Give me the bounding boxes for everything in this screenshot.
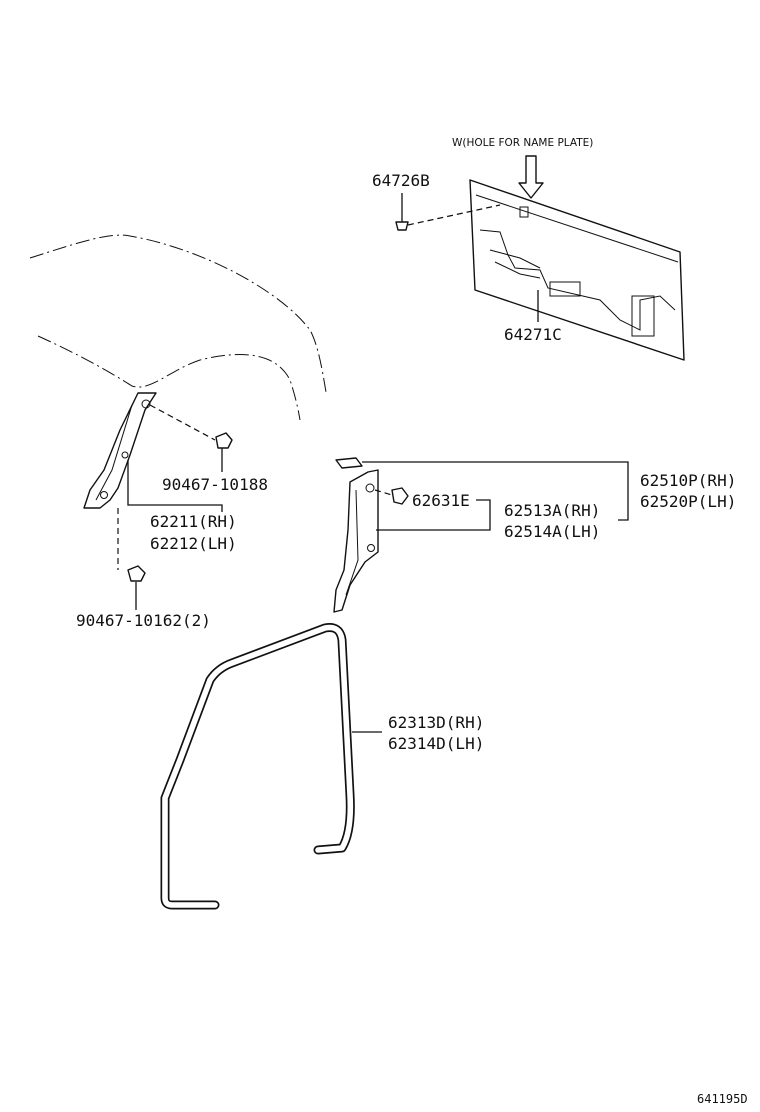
quarter-pillar-trim: [333, 457, 379, 613]
clip-90467-10162: [117, 508, 146, 610]
screw-64726B: [395, 193, 501, 231]
clip-62631E: [374, 487, 409, 505]
leader-62513A: [376, 499, 491, 531]
label-64726B: 64726B: [372, 171, 430, 190]
label-62212: 62212(LH): [150, 534, 237, 553]
weatherstrip: [160, 623, 382, 910]
label-62211: 62211(RH): [150, 512, 237, 531]
pillar-garnish-front: [83, 392, 157, 509]
figure-reference: 641195D: [697, 1092, 748, 1106]
label-62513A: 62513A(RH): [504, 501, 600, 520]
leader-62211: [127, 460, 223, 512]
label-64271C: 64271C: [504, 325, 562, 344]
clip-90467-10188: [149, 404, 233, 472]
label-62313D: 62313D(RH): [388, 713, 484, 732]
label-62514A: 62514A(LH): [504, 522, 600, 541]
leader-62510P: [362, 461, 629, 521]
label-90467-10162: 90467-10162(2): [76, 611, 211, 630]
label-90467-10188: 90467-10188: [162, 475, 268, 494]
label-62520P: 62520P(LH): [640, 492, 736, 511]
label-62510P: 62510P(RH): [640, 471, 736, 490]
roof-outline: [29, 234, 327, 421]
arrow-down-icon: [518, 155, 544, 199]
label-62631E: 62631E: [412, 491, 470, 510]
label-62314D: 62314D(LH): [388, 734, 484, 753]
back-panel: [469, 179, 685, 361]
name-plate-note: W(HOLE FOR NAME PLATE): [452, 137, 593, 149]
